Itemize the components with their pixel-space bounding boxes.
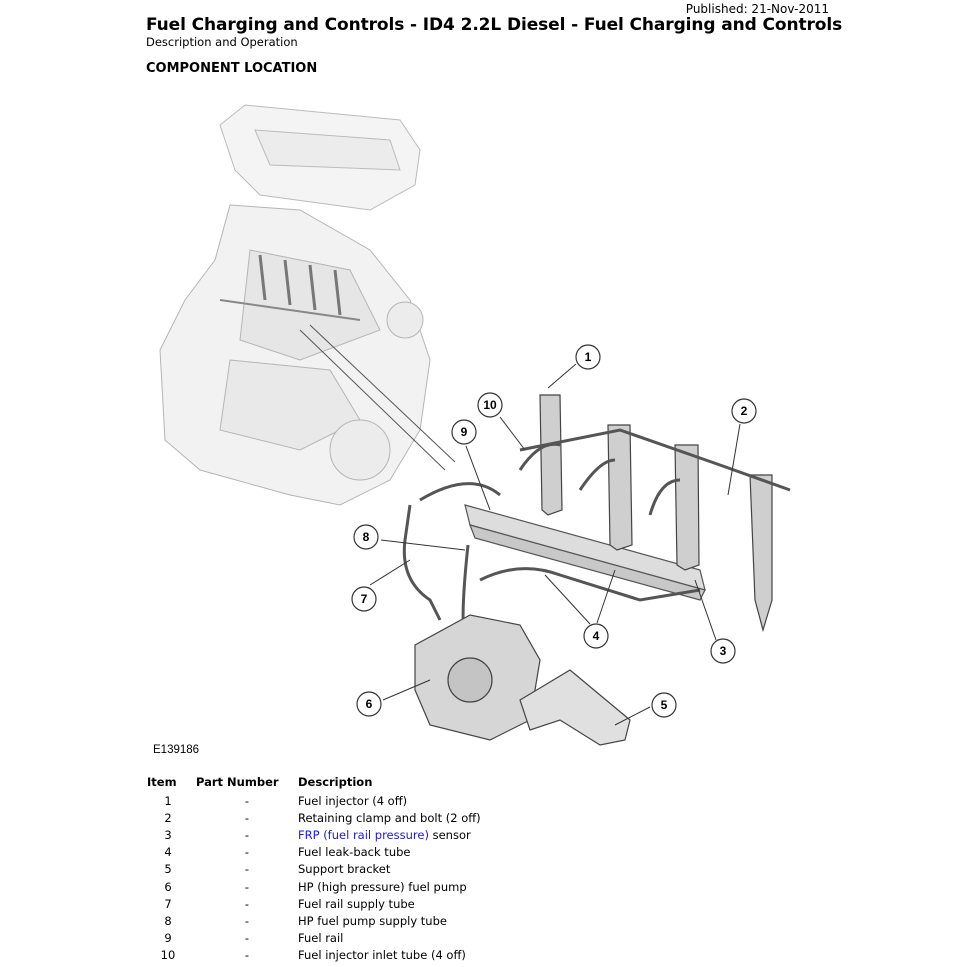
svg-text:4: 4 <box>593 629 600 643</box>
engine-cover <box>219 104 421 211</box>
description: Fuel injector inlet tube (4 off) <box>298 947 481 964</box>
svg-text:9: 9 <box>461 425 468 439</box>
callout-1: 1 <box>575 344 601 370</box>
table-row: 5 - Support bracket <box>140 861 481 878</box>
header-description: Description <box>298 775 373 789</box>
item-number: 4 <box>164 845 172 860</box>
part-number: - <box>244 862 250 877</box>
callout-7: 7 <box>351 586 377 612</box>
item-number: 6 <box>164 879 172 894</box>
page-title: Fuel Charging and Controls - ID4 2.2L Di… <box>146 15 843 35</box>
description-text: sensor <box>428 827 471 842</box>
part-number: - <box>244 810 250 825</box>
page-subtitle: Description and Operation <box>146 35 298 49</box>
callout-4: 4 <box>583 623 609 649</box>
svg-text:5: 5 <box>661 698 668 712</box>
part-number: - <box>244 913 250 928</box>
part-number: - <box>244 793 250 808</box>
description-text: Retaining clamp and bolt (2 off) <box>298 810 481 825</box>
description-text: Fuel leak-back tube <box>298 845 411 860</box>
table-row: 2 - Retaining clamp and bolt (2 off) <box>140 809 481 826</box>
svg-text:7: 7 <box>361 592 368 606</box>
svg-text:10: 10 <box>483 398 497 412</box>
callout-5: 5 <box>651 692 677 718</box>
description-text: HP (high pressure) fuel pump <box>298 879 467 894</box>
part-number: - <box>244 948 250 963</box>
svg-text:1: 1 <box>585 350 592 364</box>
part-number: - <box>244 896 250 911</box>
description-text: Fuel injector inlet tube (4 off) <box>298 948 466 963</box>
table-row: 10 - Fuel injector inlet tube (4 off) <box>140 947 481 964</box>
hp-fuel-pump <box>414 614 541 741</box>
header-part-number: Part Number <box>196 775 279 789</box>
figure-id: E139186 <box>153 744 200 756</box>
table-row: 7 - Fuel rail supply tube <box>140 895 481 912</box>
part-number: - <box>244 845 250 860</box>
callout-2: 2 <box>731 398 757 424</box>
injectors <box>539 394 773 633</box>
table-row: 8 - HP fuel pump supply tube <box>140 912 481 929</box>
part-number: - <box>244 827 250 842</box>
description-text: Fuel rail supply tube <box>298 896 415 911</box>
description: HP (high pressure) fuel pump <box>298 878 481 895</box>
table-row: 4 - Fuel leak-back tube <box>140 844 481 861</box>
section-heading: COMPONENT LOCATION <box>146 61 318 76</box>
description: Retaining clamp and bolt (2 off) <box>298 809 481 826</box>
table-header-row: Item Part Number Description <box>140 775 481 792</box>
part-number: - <box>244 879 250 894</box>
table-row: 3 - FRP (fuel rail pressure) sensor <box>140 826 481 843</box>
item-number: 5 <box>164 862 172 877</box>
description-text: Fuel injector (4 off) <box>298 793 408 808</box>
item-number: 9 <box>164 931 172 946</box>
leader-lines <box>369 363 741 726</box>
header-item: Item <box>147 775 177 789</box>
description: Fuel leak-back tube <box>298 844 481 861</box>
table-row: 1 - Fuel injector (4 off) <box>140 792 481 809</box>
callout-9: 9 <box>451 419 477 445</box>
description: Fuel rail supply tube <box>298 895 481 912</box>
table-row: 9 - Fuel rail <box>140 930 481 947</box>
svg-text:8: 8 <box>363 530 370 544</box>
item-number: 8 <box>164 913 172 928</box>
callout-3: 3 <box>710 638 736 664</box>
description: HP fuel pump supply tube <box>298 912 481 929</box>
description-text: HP fuel pump supply tube <box>298 913 447 928</box>
part-number: - <box>244 931 250 946</box>
description-text: Support bracket <box>298 862 391 877</box>
description: Fuel injector (4 off) <box>298 792 481 809</box>
description: FRP (fuel rail pressure) sensor <box>298 826 481 843</box>
callout-10: 10 <box>477 392 503 418</box>
callout-8: 8 <box>353 524 379 550</box>
engine-block <box>159 204 431 506</box>
item-number: 3 <box>164 827 172 842</box>
fuel-rail <box>464 504 706 601</box>
callout-6: 6 <box>356 691 382 717</box>
item-number: 2 <box>164 810 172 825</box>
parts-table: Item Part Number Description 1 - Fuel inje… <box>140 775 481 964</box>
tubes <box>402 428 791 641</box>
svg-text:6: 6 <box>366 697 373 711</box>
item-number: 10 <box>160 948 176 963</box>
item-number: 7 <box>164 896 172 911</box>
table-row: 6 - HP (high pressure) fuel pump <box>140 878 481 895</box>
svg-text:2: 2 <box>741 404 748 418</box>
svg-text:3: 3 <box>720 644 727 658</box>
description: Support bracket <box>298 861 481 878</box>
description: Fuel rail <box>298 930 481 947</box>
support-bracket <box>519 669 631 746</box>
published-date: Published: 21-Nov-2011 <box>685 2 829 16</box>
description-link[interactable]: FRP (fuel rail pressure) <box>298 827 429 842</box>
item-number: 1 <box>164 793 172 808</box>
description-text: Fuel rail <box>298 931 344 946</box>
